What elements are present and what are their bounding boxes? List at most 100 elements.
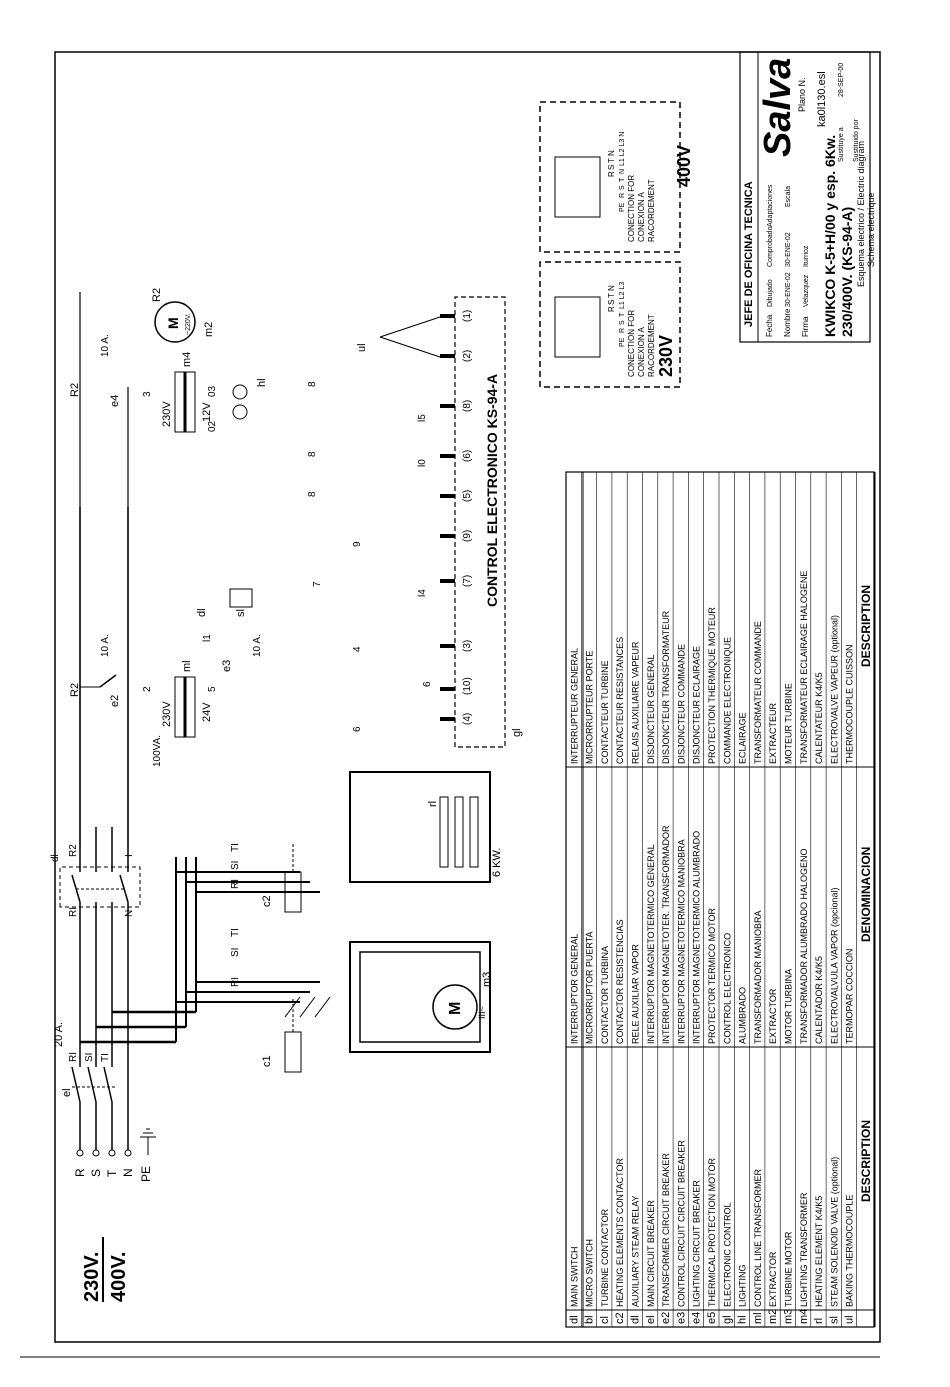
svg-text:CONEXION A: CONEXION A	[637, 192, 646, 242]
legend-cell-fr: CONTACTEUR RESISTANCES	[615, 637, 625, 764]
svg-text:24V: 24V	[201, 702, 213, 722]
svg-text:9: 9	[352, 541, 363, 547]
legend-cell-en: MICRO SWITCH	[585, 1239, 595, 1307]
svg-text:e2: e2	[109, 695, 121, 707]
legend-cell-fr: PROTECTION THERMIQUE MOTEUR	[707, 607, 717, 764]
svg-text:8: 8	[307, 451, 318, 457]
svg-text:CONTROL ELECTRONICO KS-94-A: CONTROL ELECTRONICO KS-94-A	[484, 374, 500, 607]
legend-cell-id: el	[645, 1315, 657, 1324]
legend-cell-id: dl	[630, 1315, 642, 1324]
svg-text:L1 L2 L3 N: L1 L2 L3 N	[619, 132, 626, 166]
legend-cell-id: sl	[828, 1316, 840, 1324]
svg-text:RI: RI	[68, 1052, 79, 1062]
svg-text:hl: hl	[256, 378, 268, 387]
svg-text:R2: R2	[68, 844, 79, 857]
svg-text:6: 6	[422, 681, 433, 687]
svg-text:Dibujado: Dibujado	[767, 279, 774, 307]
svg-text:3: 3	[142, 391, 153, 397]
svg-text:Adaptaciones: Adaptaciones	[767, 184, 774, 227]
svg-text:Iturrioz: Iturrioz	[803, 245, 810, 267]
legend-cell-en: CONTROL LINE TRANSFORMER	[753, 1168, 763, 1307]
svg-text:10 A.: 10 A.	[100, 634, 111, 657]
phase-label-si-1: SI	[230, 948, 241, 957]
legend-cell-id: e2	[660, 1312, 672, 1324]
legend-cell-en: LIGHTING CIRCUIT BREAKER	[692, 1180, 702, 1307]
svg-text:20 A.: 20 A.	[53, 1022, 65, 1047]
svg-text:m4: m4	[181, 352, 193, 367]
legend-cell-en: STEAM SOLENOID VALVE (optional)	[829, 1157, 839, 1307]
steam-valve-sl: sl dl	[196, 588, 253, 617]
sheet-frame	[54, 51, 881, 1343]
legend-cell-en: ELECTRONIC CONTROL	[722, 1202, 732, 1307]
svg-text:R: R	[607, 171, 616, 177]
svg-text:Esquema electrico / Electric d: Esquema electrico / Electric diagram	[856, 141, 866, 287]
svg-text:230V: 230V	[161, 401, 173, 427]
legend-cell-id: bl	[584, 1315, 596, 1324]
svg-text:l5: l5	[417, 414, 428, 422]
legend-cell-en: THERMICAL PROTECTION MOTOR	[707, 1157, 717, 1307]
svg-text:8: 8	[307, 381, 318, 387]
svg-text:RACORDEMENT: RACORDEMENT	[647, 314, 656, 377]
svg-text:e3: e3	[221, 660, 233, 672]
legend-cell-en: TURBINE MOTOR	[784, 1231, 794, 1307]
svg-text:dl: dl	[196, 608, 208, 617]
legend-cell-fr: TRANSFORMATEUR COMMANDE	[753, 621, 763, 764]
legend-cell-es: TRANSFORMADOR MANIOBRA	[753, 910, 763, 1044]
svg-text:N: N	[124, 910, 135, 917]
svg-text:(4): (4)	[462, 713, 473, 725]
svg-text:Velazquez: Velazquez	[803, 274, 810, 307]
svg-text:T: T	[105, 1169, 119, 1177]
svg-text:SI: SI	[84, 1053, 95, 1062]
title-heading: JEFE DE OFICINA TECNICA	[743, 181, 755, 327]
main-switch-dl: dl RI N R2 I	[50, 844, 141, 917]
legend-cell-en: LIGHTING	[738, 1264, 748, 1307]
legend-cell-es: EXTRACTOR	[768, 988, 778, 1044]
brand-block: Salva Plano N. ka0l130.esl Sustituye a 2…	[757, 58, 860, 162]
svg-text:S: S	[619, 320, 626, 325]
legend-cell-fr: EXTRACTEUR	[768, 702, 778, 764]
control-transformer-ml: R2 e2 10 A. 230V 24V ml 100VA. e3 10 A.	[69, 634, 263, 767]
contactor-c2: c2	[261, 842, 302, 913]
svg-text:ml: ml	[181, 660, 193, 672]
svg-text:c1: c1	[261, 1055, 273, 1067]
phase-label-si-2: SI	[230, 861, 241, 870]
svg-text:R: R	[607, 306, 616, 312]
svg-text:N: N	[121, 1168, 135, 1177]
legend-cell-id: ul	[844, 1315, 856, 1324]
svg-text:03: 03	[207, 385, 218, 397]
svg-text:230V: 230V	[656, 335, 676, 377]
legend-cell-en: MAIN CIRCUIT BREAKER	[646, 1200, 656, 1307]
svg-text:6 KW.: 6 KW.	[491, 848, 503, 877]
legend-table: DESCRIPTION DENOMINACION DESCRIPTION	[565, 471, 876, 1328]
svg-text:S: S	[607, 165, 616, 170]
legend-cell-es: MOTOR TURBINA	[784, 969, 794, 1044]
legend-cell-es: INTERRUPTOR MAGNETOTERMICO GENERAL	[646, 844, 656, 1044]
legend-cell-fr: RELAIS AUXILIAIRE VAPEUR	[631, 641, 641, 764]
svg-text:CONECTION FOR: CONECTION FOR	[627, 175, 636, 242]
svg-text:III~: III~	[477, 1006, 487, 1019]
svg-text:(3): (3)	[462, 640, 473, 652]
svg-text:Plano N.: Plano N.	[797, 77, 807, 112]
svg-text:T: T	[619, 312, 626, 317]
legend-cell-en: TRANSFORMER CIRCUIT BREAKER	[661, 1153, 671, 1307]
heating-element-rl: rl 6 KW.	[349, 771, 503, 883]
svg-text:4: 4	[352, 646, 363, 652]
svg-text:R2: R2	[151, 288, 163, 302]
svg-text:ul: ul	[356, 343, 368, 352]
legend-cell-fr: CONTACTEUR TURBINE	[600, 660, 610, 764]
svg-text:L1 L2 L3: L1 L2 L3	[619, 282, 626, 309]
legend-cell-es: MICRORRUPTOR PUERTA	[585, 931, 595, 1044]
svg-text:30-ENE-02: 30-ENE-02	[785, 232, 792, 267]
svg-text:m3: m3	[481, 972, 493, 987]
svg-text:Sustituye a: Sustituye a	[838, 127, 845, 162]
legend-cell-en: EXTRACTOR	[768, 1251, 778, 1307]
legend-cell-id: dl	[568, 1315, 580, 1324]
svg-text:S: S	[607, 300, 616, 305]
svg-text:T: T	[619, 177, 626, 182]
svg-text:I: I	[124, 854, 135, 857]
legend-cell-es: INTERRUPTOR MAGNETOTERMICO MANIOBRA	[676, 839, 686, 1044]
legend-cell-es: INTERRUPTOR MAGNETOTER. TRANSFORMADOR	[661, 825, 671, 1044]
legend-cell-es: RELE AUXILIAR VAPOR	[631, 944, 641, 1044]
legend-cell-fr: DISJONCTEUR COMMANDE	[676, 644, 686, 764]
legend-cell-es: CALENTADOR K4/K5	[814, 956, 824, 1044]
